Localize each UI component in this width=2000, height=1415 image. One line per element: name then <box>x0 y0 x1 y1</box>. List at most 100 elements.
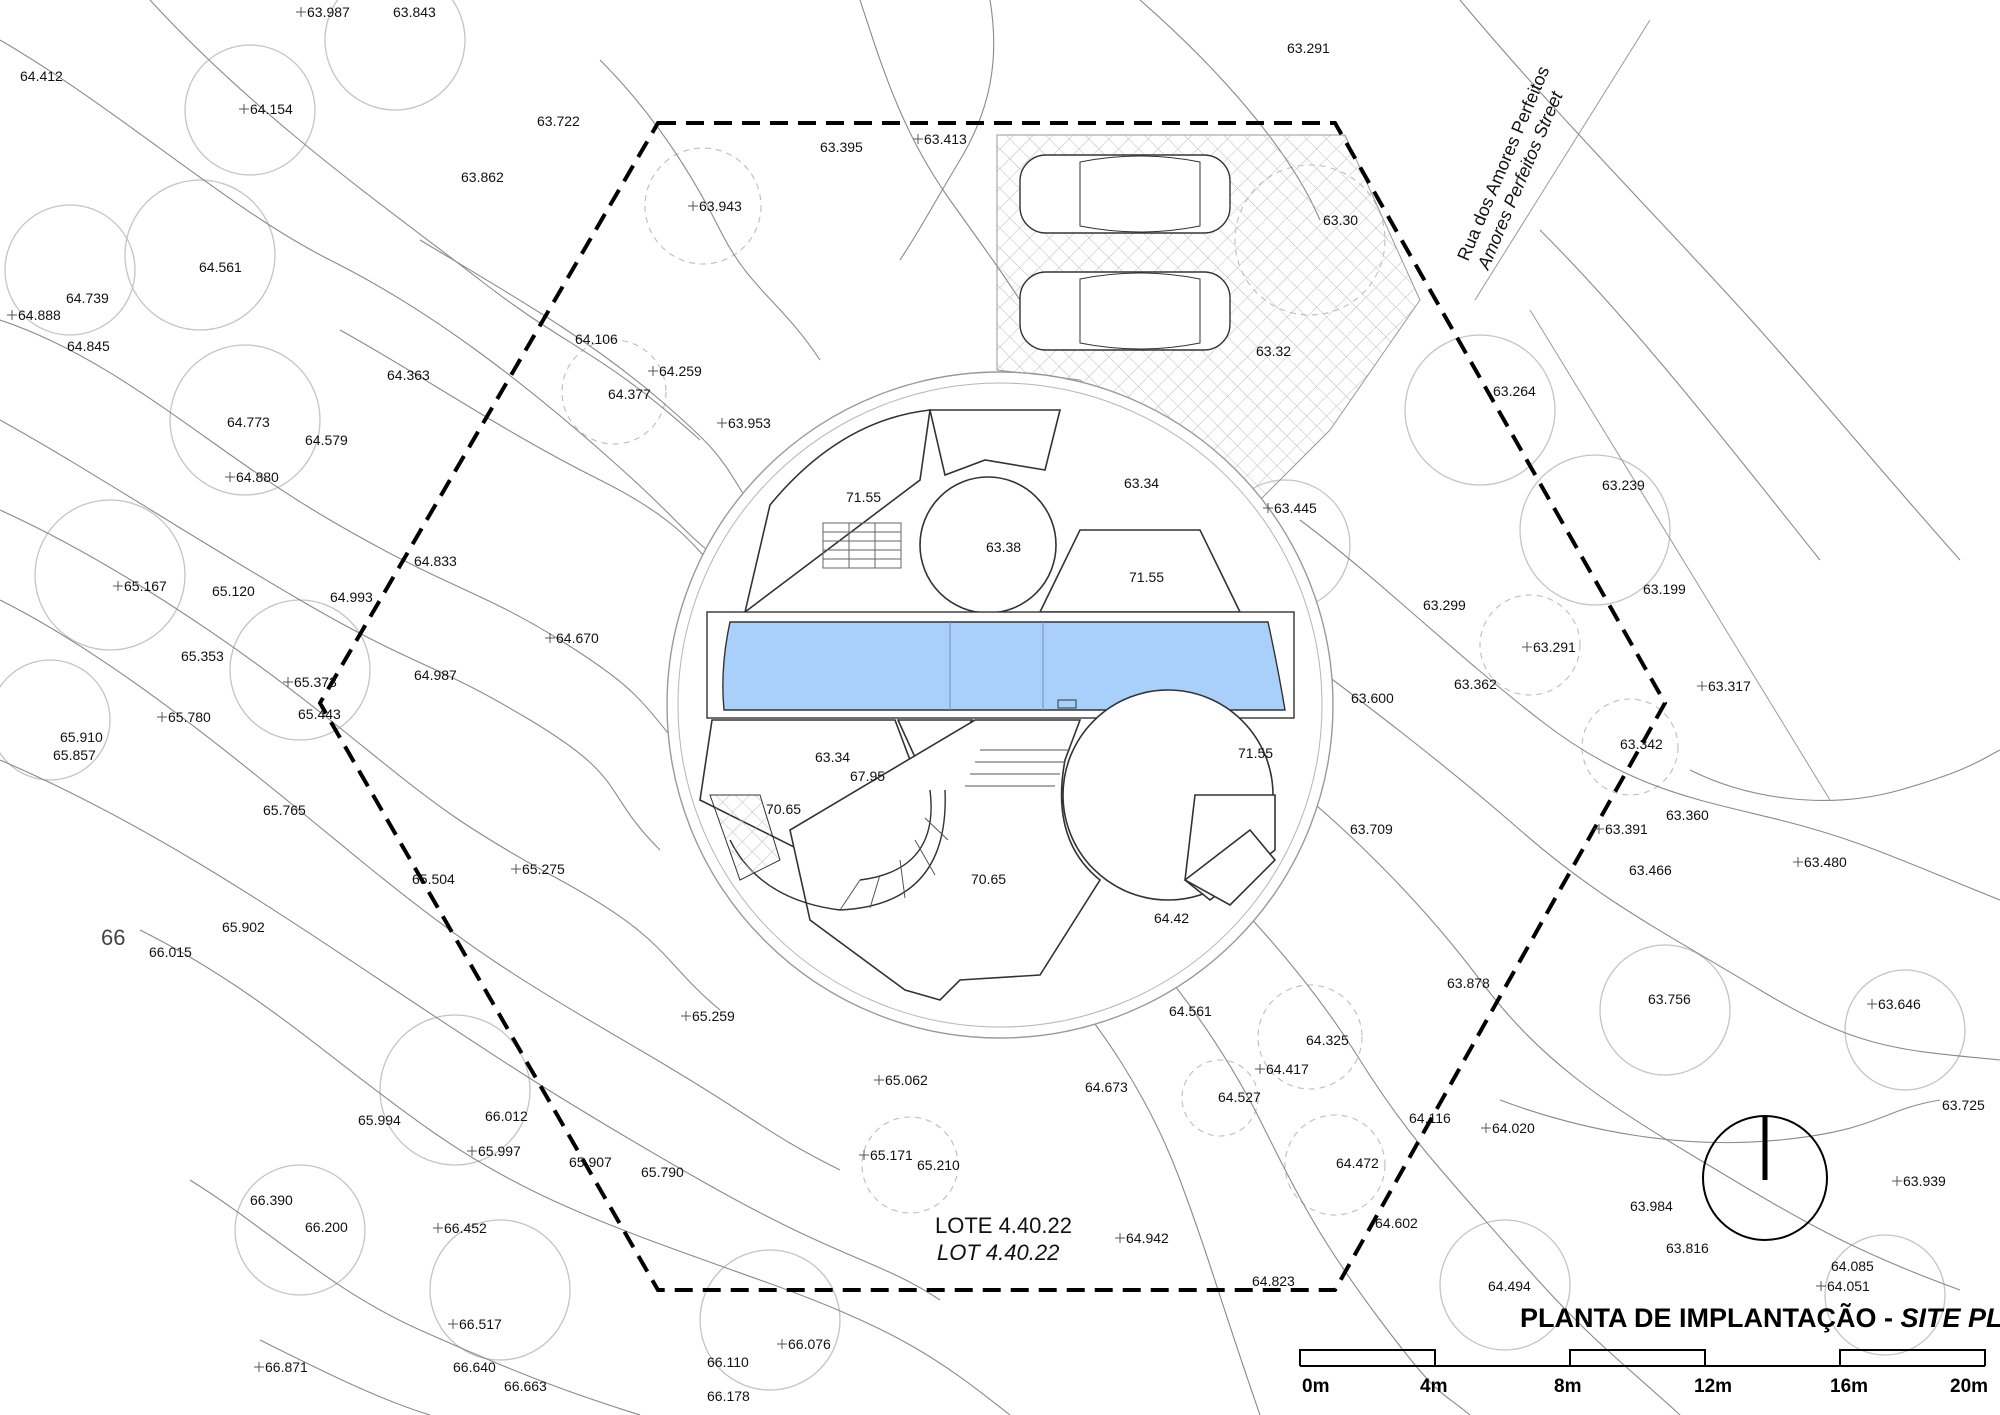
street-edge <box>1474 19 1651 301</box>
survey-point-mark <box>1522 642 1532 652</box>
floor-level: 63.34 <box>815 749 850 765</box>
floor-level: 63.38 <box>986 539 1021 555</box>
survey-point-mark <box>681 1011 691 1021</box>
survey-point-mark <box>113 581 123 591</box>
spot-elevation: 64.020 <box>1492 1120 1535 1136</box>
survey-point-mark <box>1816 1281 1826 1291</box>
spot-elevation: 65.120 <box>212 583 255 599</box>
spot-elevation: 65.994 <box>358 1112 401 1128</box>
spot-elevation: 64.670 <box>556 630 599 646</box>
spot-elevation: 65.910 <box>60 729 103 745</box>
spot-elevation: 64.739 <box>66 290 109 306</box>
street-name: Rua dos Amores Perfeitos Amores Perfeito… <box>1453 63 1567 273</box>
tree-icon <box>1599 944 1731 1076</box>
spot-elevation: 63.862 <box>461 169 504 185</box>
scale-bar-label: 12m <box>1694 1376 1732 1397</box>
tree-icon <box>861 1116 959 1214</box>
spot-elevation: 64.363 <box>387 367 430 383</box>
spot-elevation: 63.391 <box>1605 821 1648 837</box>
survey-point-mark <box>511 864 521 874</box>
survey-point-mark <box>225 472 235 482</box>
survey-point-mark <box>777 1339 787 1349</box>
spot-elevation: 65.373 <box>294 674 337 690</box>
spot-elevation: 63.291 <box>1533 639 1576 655</box>
spot-elevation: 65.275 <box>522 861 565 877</box>
tree-icon <box>124 179 276 331</box>
tree-icon <box>1844 969 1966 1091</box>
spot-elevation: 63.362 <box>1454 676 1497 692</box>
solar-panel-grid <box>822 522 902 569</box>
lot-boundary <box>317 121 1668 1292</box>
tree-icon <box>644 147 762 265</box>
parking-level: 63.32 <box>1256 343 1291 359</box>
survey-point-mark <box>448 1319 458 1329</box>
spot-elevation: 64.259 <box>659 363 702 379</box>
spot-elevation: 65.780 <box>168 709 211 725</box>
spot-elevation: 63.725 <box>1942 1097 1985 1113</box>
spot-elevation: 63.291 <box>1287 40 1330 56</box>
spot-elevation: 65.997 <box>478 1143 521 1159</box>
spot-elevation: 65.210 <box>917 1157 960 1173</box>
spot-elevation: 63.939 <box>1903 1173 1946 1189</box>
spot-elevation: 64.472 <box>1336 1155 1379 1171</box>
spot-elevation: 64.833 <box>414 553 457 569</box>
spot-elevation: 64.845 <box>67 338 110 354</box>
survey-point-mark <box>688 201 698 211</box>
tree-icon <box>1257 984 1363 1090</box>
survey-point-mark <box>157 712 167 722</box>
spot-elevation: 63.953 <box>728 415 771 431</box>
tree-icon <box>1824 1234 1946 1356</box>
spot-elevation: 64.527 <box>1218 1089 1261 1105</box>
spot-elevation: 65.353 <box>181 648 224 664</box>
spot-elevation: 66.663 <box>504 1378 547 1394</box>
contour-label: 66 <box>101 925 125 950</box>
lot-label-pt: LOTE 4.40.22 <box>935 1213 1072 1238</box>
scale-bar-label: 4m <box>1420 1376 1447 1397</box>
survey-point-mark <box>296 7 306 17</box>
spot-elevation: 65.443 <box>298 706 341 722</box>
page-title-italic: SITE PLAN <box>1900 1303 2000 1333</box>
spot-elevation: 64.051 <box>1827 1278 1870 1294</box>
spot-elevation: 63.984 <box>1630 1198 1673 1214</box>
swimming-pool <box>722 621 1286 711</box>
spot-elevation: 64.942 <box>1126 1230 1169 1246</box>
spot-elevation: 63.199 <box>1643 581 1686 597</box>
spot-elevation: 65.790 <box>641 1164 684 1180</box>
spot-elevation: 63.722 <box>537 113 580 129</box>
survey-point-mark <box>648 366 658 376</box>
spot-elevation: 63.600 <box>1351 690 1394 706</box>
car-icon <box>1019 271 1231 351</box>
spot-elevation: 66.452 <box>444 1220 487 1236</box>
spot-elevation: 64.116 <box>1409 1110 1451 1126</box>
survey-point-mark <box>1481 1123 1491 1133</box>
spot-elevation: 66.390 <box>250 1192 293 1208</box>
page-title: PLANTA DE IMPLANTAÇÃO - SITE PLAN <box>1520 1302 2000 1333</box>
floor-level: 71.55 <box>846 489 881 505</box>
floor-level: 63.34 <box>1124 475 1159 491</box>
tree-icon <box>561 339 667 445</box>
tree-icon <box>1404 334 1556 486</box>
spot-elevation: 63.646 <box>1878 996 1921 1012</box>
spot-elevation: 65.504 <box>412 871 455 887</box>
spot-elevation: 66.015 <box>149 944 192 960</box>
survey-point-mark <box>913 134 923 144</box>
tree-icon <box>4 204 136 336</box>
car-icon <box>1019 154 1231 234</box>
spot-elevation: 65.907 <box>569 1154 612 1170</box>
tree-icon <box>429 1219 571 1361</box>
survey-point-mark <box>717 418 727 428</box>
spot-elevation: 63.445 <box>1274 500 1317 516</box>
spot-elevation: 64.412 <box>20 68 63 84</box>
spot-elevation: 66.517 <box>459 1316 502 1332</box>
spot-elevation: 64.106 <box>575 331 618 347</box>
spot-elevation: 65.857 <box>53 747 96 763</box>
survey-point-mark <box>467 1146 477 1156</box>
spot-elevation: 63.360 <box>1666 807 1709 823</box>
spot-elevation: 65.902 <box>222 919 265 935</box>
spot-elevation: 64.417 <box>1266 1061 1309 1077</box>
survey-point-mark <box>239 104 249 114</box>
